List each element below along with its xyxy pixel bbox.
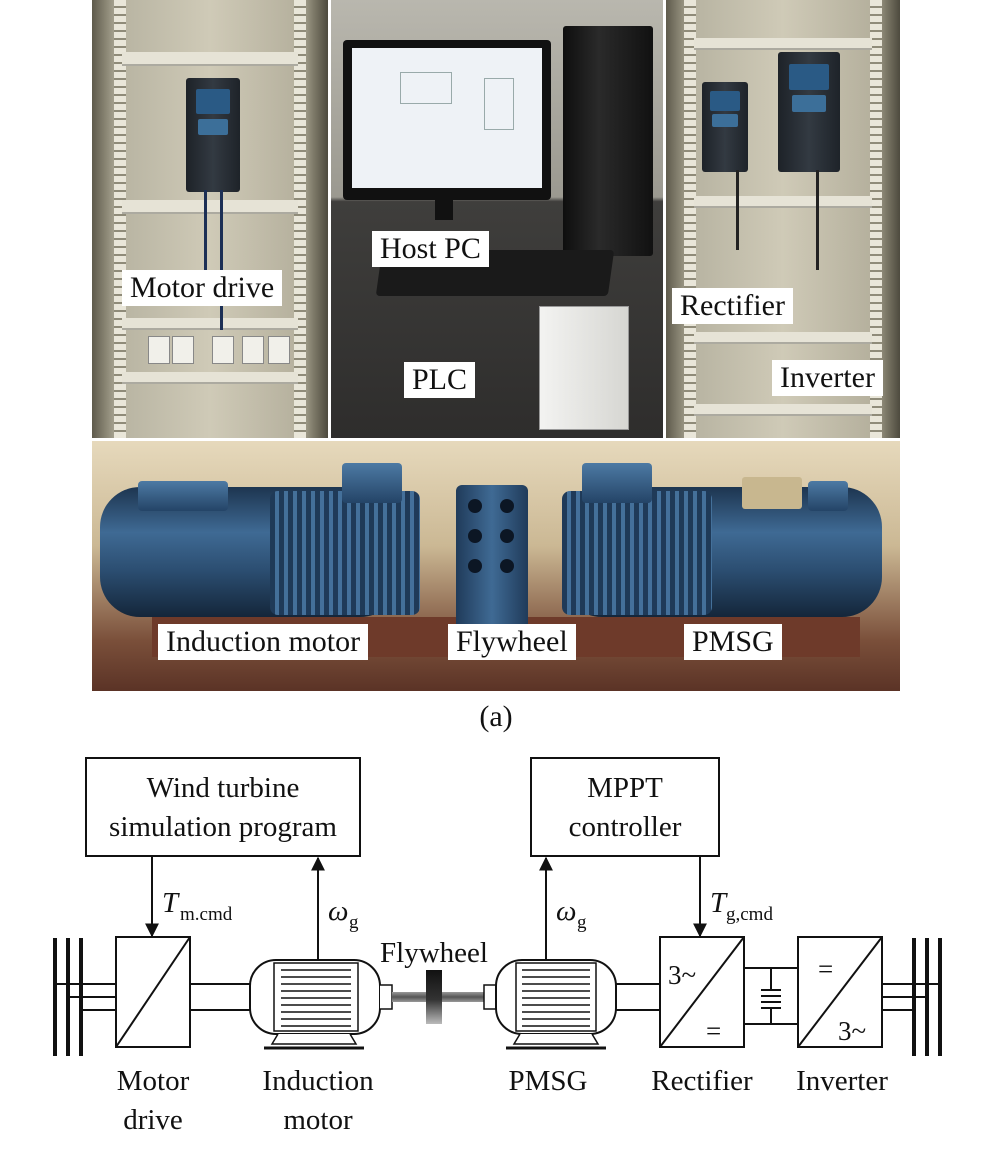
omega-label-right: ω [556,895,576,927]
label-plc: PLC [404,362,476,398]
flywheel-symbol [426,970,442,1024]
dc-link-capacitor [744,967,798,1025]
label-motor-drive: Motor drive [122,270,283,306]
motor-drive-unit [186,78,240,192]
converter-cabinet-photo [666,0,900,438]
label-rectifier: Rectifier [672,288,793,324]
inverter-dc-symbol: = [818,954,833,984]
wind-turbine-program-box [85,757,361,857]
induction-motor-symbol [249,959,393,1050]
tg-cmd-label: T [710,887,728,919]
tm-cmd-label: T [162,887,180,919]
mppt-box-line2: controller [569,811,682,843]
label-host-pc: Host PC [372,231,489,267]
omega-subscript-left: g [349,912,359,933]
label-inverter: Inverter [772,360,883,396]
pc-tower [563,26,653,256]
mppt-box-line1: MPPT [587,772,663,804]
right-grid-bus [912,938,942,1056]
rectifier-dc-symbol: = [706,1016,721,1046]
pmsg-symbol [483,959,617,1050]
motor-drive-cabinet-photo [92,0,328,438]
label-motor-drive-line2: drive [123,1104,183,1136]
rectifier-unit [702,82,748,172]
flywheel-body [456,485,528,635]
plc-unit [539,306,629,430]
label-motor-drive-line1: Motor [117,1065,190,1097]
tm-cmd-subscript: m.cmd [180,904,233,925]
flywheel-diagram-label: Flywheel [380,937,488,969]
label-pmsg: PMSG [684,624,782,660]
inverter-ac-symbol: 3~ [838,1016,866,1046]
label-induction-motor-line1: Induction [262,1065,374,1097]
label-induction-motor: Induction motor [158,624,369,660]
mppt-controller-box [530,757,720,857]
tg-cmd-subscript: g,cmd [726,904,773,925]
label-flywheel: Flywheel [448,624,576,660]
label-induction-motor-line2: motor [283,1104,353,1136]
host-pc-photo [331,0,663,438]
caption-a: (a) [479,700,513,733]
system-schematic: Wind turbine simulation program MPPT con… [53,757,942,1136]
omega-label-left: ω [328,895,348,927]
label-rectifier-diagram: Rectifier [651,1065,753,1097]
rectifier-ac-symbol: 3~ [668,960,696,990]
monitor [343,40,551,200]
label-pmsg-diagram: PMSG [509,1065,588,1097]
inverter-unit [778,52,840,172]
label-inverter-diagram: Inverter [796,1065,888,1097]
wind-box-line1: Wind turbine [147,772,300,804]
wind-box-line2: simulation program [109,811,337,843]
omega-subscript-right: g [577,912,587,933]
